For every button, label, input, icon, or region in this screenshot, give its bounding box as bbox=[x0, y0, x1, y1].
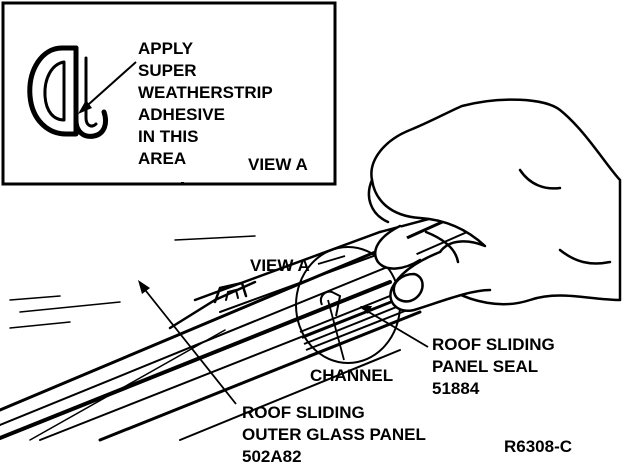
note-line-4: ADHESIVE bbox=[138, 105, 225, 124]
seal-label-line2: PANEL SEAL bbox=[432, 357, 538, 376]
seal-cross-section-icon bbox=[27, 45, 109, 139]
seal-leader bbox=[361, 307, 429, 348]
glass-label-line1: ROOF SLIDING bbox=[242, 403, 365, 422]
note-line-3: WEATHERSTRIP bbox=[138, 83, 273, 102]
inset-view-label: VIEW A bbox=[248, 155, 308, 174]
inset-leader-line bbox=[79, 61, 137, 113]
view-a-leader bbox=[317, 255, 346, 265]
figure-id: R6308-C bbox=[504, 437, 572, 456]
inset-leader-arrow bbox=[78, 100, 92, 114]
glass-leader-arrow bbox=[138, 280, 150, 294]
glass-part-number: 502A82 bbox=[242, 447, 302, 466]
note-line-1: APPLY bbox=[138, 39, 194, 58]
hand-illustration bbox=[367, 98, 622, 313]
inset-frame bbox=[1, 1, 337, 186]
speck bbox=[181, 182, 184, 185]
callouts: VIEW A ROOF SLIDING PANEL SEAL 51884 CHA… bbox=[138, 255, 572, 466]
view-a-inset: APPLY SUPER WEATHERSTRIP ADHESIVE IN THI… bbox=[1, 1, 337, 186]
note-line-5: IN THIS bbox=[138, 127, 198, 146]
adhesive-note: APPLY SUPER WEATHERSTRIP ADHESIVE IN THI… bbox=[138, 39, 273, 168]
glass-leader bbox=[141, 285, 237, 405]
note-line-2: SUPER bbox=[138, 61, 197, 80]
channel-profile bbox=[320, 290, 342, 317]
seal-leader-arrow bbox=[360, 306, 372, 314]
seal-part-number: 51884 bbox=[432, 379, 480, 398]
view-a-callout: VIEW A bbox=[250, 256, 310, 275]
channel-leader bbox=[327, 299, 345, 361]
note-line-6: AREA bbox=[138, 149, 186, 168]
seal-label-line1: ROOF SLIDING bbox=[432, 335, 555, 354]
channel-label: CHANNEL bbox=[310, 366, 393, 385]
glass-label-line2: OUTER GLASS PANEL bbox=[242, 425, 426, 444]
